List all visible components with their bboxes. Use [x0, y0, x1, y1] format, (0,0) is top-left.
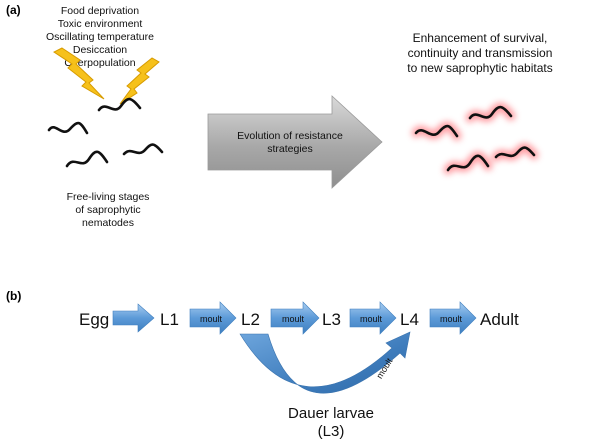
left-caption-line-3: nematodes — [82, 217, 134, 229]
left-caption-line-1: Free-living stages — [67, 191, 150, 203]
evolution-arrow — [207, 95, 383, 189]
worm-icon — [47, 121, 89, 135]
panel-b-label: (b) — [6, 289, 21, 303]
stage-l3: L3 — [322, 310, 341, 329]
lightning-left-icon — [53, 47, 105, 100]
moult-label-l4-adult: moult — [440, 314, 463, 324]
outcome-line-2: continuity and transmission — [408, 46, 553, 60]
dauer-label-line-1: Dauer larvae — [288, 405, 374, 422]
dauer-label-line-2: (L3) — [318, 423, 345, 440]
panel-a-label: (a) — [6, 3, 21, 17]
free-living-nematodes — [47, 97, 164, 168]
stressor-overpopulation: Overpopulation — [64, 57, 135, 69]
stage-l1: L1 — [160, 310, 179, 329]
arrow-l2-to-l3 — [270, 301, 320, 335]
outcome-line-3: to new saprophytic habitats — [407, 61, 552, 75]
dauer-pathway-arrow — [239, 331, 411, 394]
worm-icon — [122, 143, 164, 156]
worm-icon — [446, 154, 490, 172]
arrow-l4-to-adult — [429, 301, 477, 335]
worm-icon — [65, 150, 109, 168]
arrow-l3-to-l4 — [349, 301, 397, 335]
stressor-toxic-environment: Toxic environment — [58, 18, 143, 30]
stage-egg: Egg — [79, 310, 109, 329]
worm-icon — [494, 146, 536, 159]
arrow-egg-to-l1 — [112, 303, 155, 333]
stressor-food-deprivation: Food deprivation — [61, 5, 139, 17]
left-caption-line-2: of saprophytic — [75, 204, 140, 216]
arrow-l1-to-l2 — [189, 301, 237, 335]
stage-adult: Adult — [480, 310, 519, 329]
stage-l2: L2 — [241, 310, 260, 329]
moult-label-l3-l4: moult — [360, 314, 383, 324]
worm-icon — [414, 124, 459, 138]
worm-icon — [97, 97, 142, 112]
evolution-arrow-text-line-1: Evolution of resistance — [237, 130, 343, 142]
stressor-oscillating-temperature: Oscillating temperature — [46, 31, 154, 43]
resistant-nematodes-glow — [411, 102, 539, 175]
moult-label-l2-l3: moult — [282, 314, 305, 324]
resistant-nematodes — [414, 105, 536, 172]
stressor-desiccation: Desiccation — [73, 44, 127, 56]
moult-label-l1-l2: moult — [200, 314, 223, 324]
stage-l4: L4 — [400, 310, 419, 329]
evolution-arrow-text-line-2: strategies — [267, 143, 313, 155]
worm-icon — [468, 105, 513, 120]
outcome-line-1: Enhancement of survival, — [413, 31, 548, 45]
